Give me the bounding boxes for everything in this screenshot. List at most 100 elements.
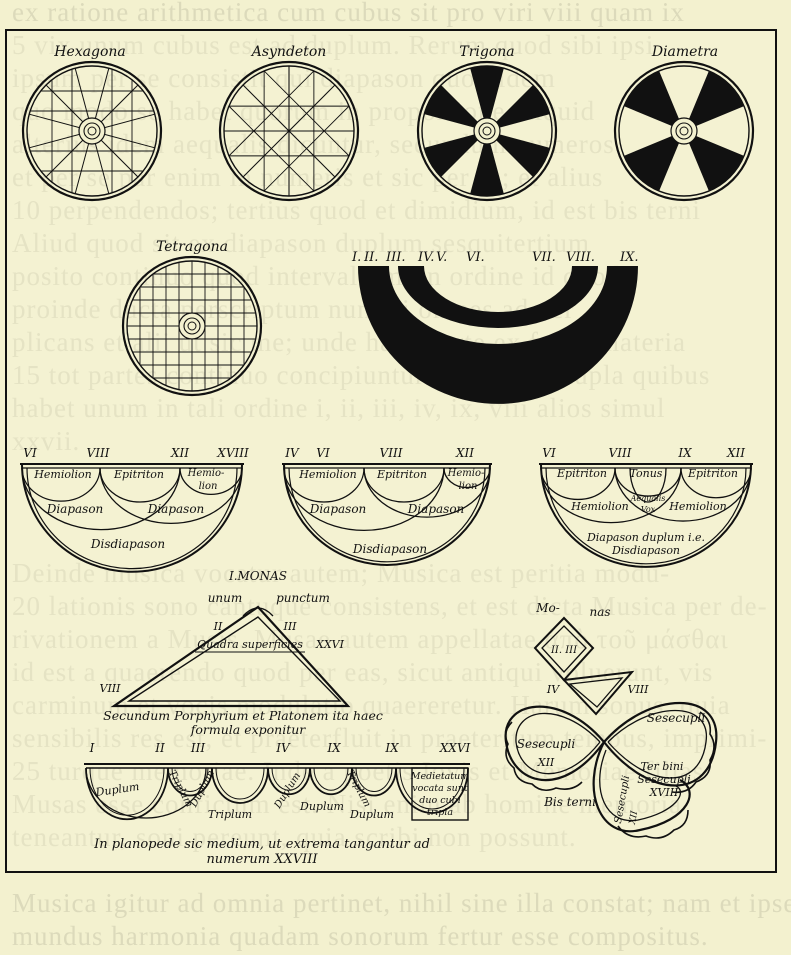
span-arc	[614, 467, 752, 522]
fan2-top-numeral: IV	[284, 446, 300, 460]
sub-arc	[614, 467, 682, 497]
outer-arc	[283, 463, 491, 566]
fan1-label: Diapason	[147, 502, 205, 516]
fan1-top-numeral: VIII	[87, 446, 110, 460]
outer-ring	[416, 60, 558, 202]
triangle-viii: VIII	[100, 682, 122, 695]
fan3-label: Disdiapason	[611, 544, 680, 557]
triangle-monas: I.MONAS	[228, 569, 287, 583]
fan2-top-numeral: VI	[316, 446, 330, 460]
arc-numeral: II.	[363, 250, 378, 265]
triangle-unum: unum	[208, 591, 243, 605]
diametra-circle	[613, 60, 755, 202]
fan-diagram-2	[282, 463, 492, 566]
fan3-label: Aequalis	[630, 494, 666, 503]
semicircle	[167, 767, 213, 797]
fan2-label: Diapason	[407, 502, 465, 516]
triangle-caption-2: formula exponitur	[190, 722, 307, 737]
fan3-top-numeral: XII	[726, 446, 745, 460]
dark-sector	[424, 131, 487, 177]
inner-ring	[26, 65, 158, 197]
fan1-top-numeral: XII	[170, 446, 189, 460]
dark-sector	[623, 70, 684, 131]
fan-diagram-1	[20, 463, 244, 573]
bottom-numeral: XXVI	[439, 741, 471, 755]
tetragona-title: Tetragona	[156, 239, 228, 255]
chord	[228, 105, 315, 192]
span-arc	[540, 467, 682, 524]
dark-sector	[487, 85, 550, 131]
span-arc	[363, 467, 491, 518]
spoke	[288, 84, 336, 132]
fan3-label: Hemiolion	[668, 500, 726, 513]
bottom-numeral: I	[89, 741, 95, 755]
fan2-top-numeral: XII	[455, 446, 474, 460]
triangle-iii: III	[282, 620, 297, 633]
lemniscate-sesecupli-left: Sesecupli	[517, 737, 576, 751]
arc-numeral: IV.	[417, 250, 434, 265]
span-arc	[283, 467, 445, 532]
outer-ring	[121, 255, 263, 397]
fan3-label: Epitriton	[556, 467, 607, 480]
asyndeton-title: Asyndeton	[250, 44, 327, 60]
sub-arc	[443, 467, 491, 489]
tetragona-circle	[121, 255, 263, 397]
hub-outer	[473, 117, 501, 145]
outer-ring	[613, 60, 755, 202]
fan2-top-numeral: VIII	[380, 446, 403, 460]
bottom-box-text: Medietatum	[410, 771, 470, 782]
dark-sector	[684, 131, 745, 192]
hub-middle	[83, 122, 101, 140]
triangle-xxvi: XXVI	[315, 638, 345, 651]
semicircle	[395, 767, 469, 814]
sub-arc	[540, 467, 616, 501]
numeral-arc	[358, 266, 638, 404]
fan3-top-numeral: VI	[542, 446, 556, 460]
bottom-numeral: III	[190, 741, 205, 755]
chord	[228, 70, 315, 157]
lemniscate-iv: IV	[546, 683, 560, 696]
lemniscate-ii-iii: II. III	[550, 645, 578, 656]
spoke	[242, 130, 290, 178]
fan2-label: Hemio-	[447, 468, 485, 479]
diagram-canvas: Hexagona Asyndeton Trigona Diametra Tetr…	[20, 44, 755, 867]
semicircle-inner	[313, 767, 349, 791]
diametra-title: Diametra	[651, 44, 718, 60]
inner-arc	[545, 467, 747, 565]
hub-middle	[478, 122, 496, 140]
outer-ring	[218, 60, 360, 202]
arc-numeral: I.	[351, 250, 361, 265]
bottom-box-text: duo cubi	[419, 795, 461, 806]
triangle-quadra: Quadra superficies	[197, 638, 303, 651]
hub-inner	[87, 126, 97, 136]
bottom-numeral: II	[154, 741, 165, 755]
semicircle	[211, 767, 269, 804]
lemniscate-ter-bini: Ter bini	[641, 760, 684, 773]
semicircle-inner	[271, 767, 307, 791]
inner-ring	[618, 65, 750, 197]
fan1-label: Disdiapason	[90, 537, 165, 551]
fan1-label: Epitriton	[113, 468, 164, 481]
outer-arc	[540, 463, 752, 568]
lemniscate-xii: XII	[537, 756, 555, 769]
lemniscate-bis-terni: Bis terni	[543, 795, 596, 809]
trigona-circle	[416, 60, 558, 202]
bottom-numeral: IX	[326, 741, 341, 755]
semicircle	[309, 767, 353, 796]
fan2-label: Hemiolion	[298, 468, 356, 481]
arc-numeral: VI.	[466, 250, 485, 265]
sub-arc	[283, 467, 365, 503]
lemniscate-xii-small: XII	[628, 810, 640, 826]
dark-sector	[470, 131, 504, 196]
spoke	[288, 130, 336, 178]
arc-numeral: VII.	[532, 250, 556, 265]
bottom-word: Triplum	[208, 808, 252, 821]
fan1-label: Hemio-	[187, 468, 225, 479]
semicircle-inner	[355, 767, 393, 792]
inner-arc	[26, 467, 238, 570]
fan3-top-numeral: IX	[677, 446, 692, 460]
fan2-label: Epitriton	[376, 468, 427, 481]
hexagona-title: Hexagona	[53, 44, 126, 60]
chord	[263, 70, 350, 157]
triangle-caption-1: Secundum Porphyrium et Platonem ita haec	[103, 708, 383, 723]
